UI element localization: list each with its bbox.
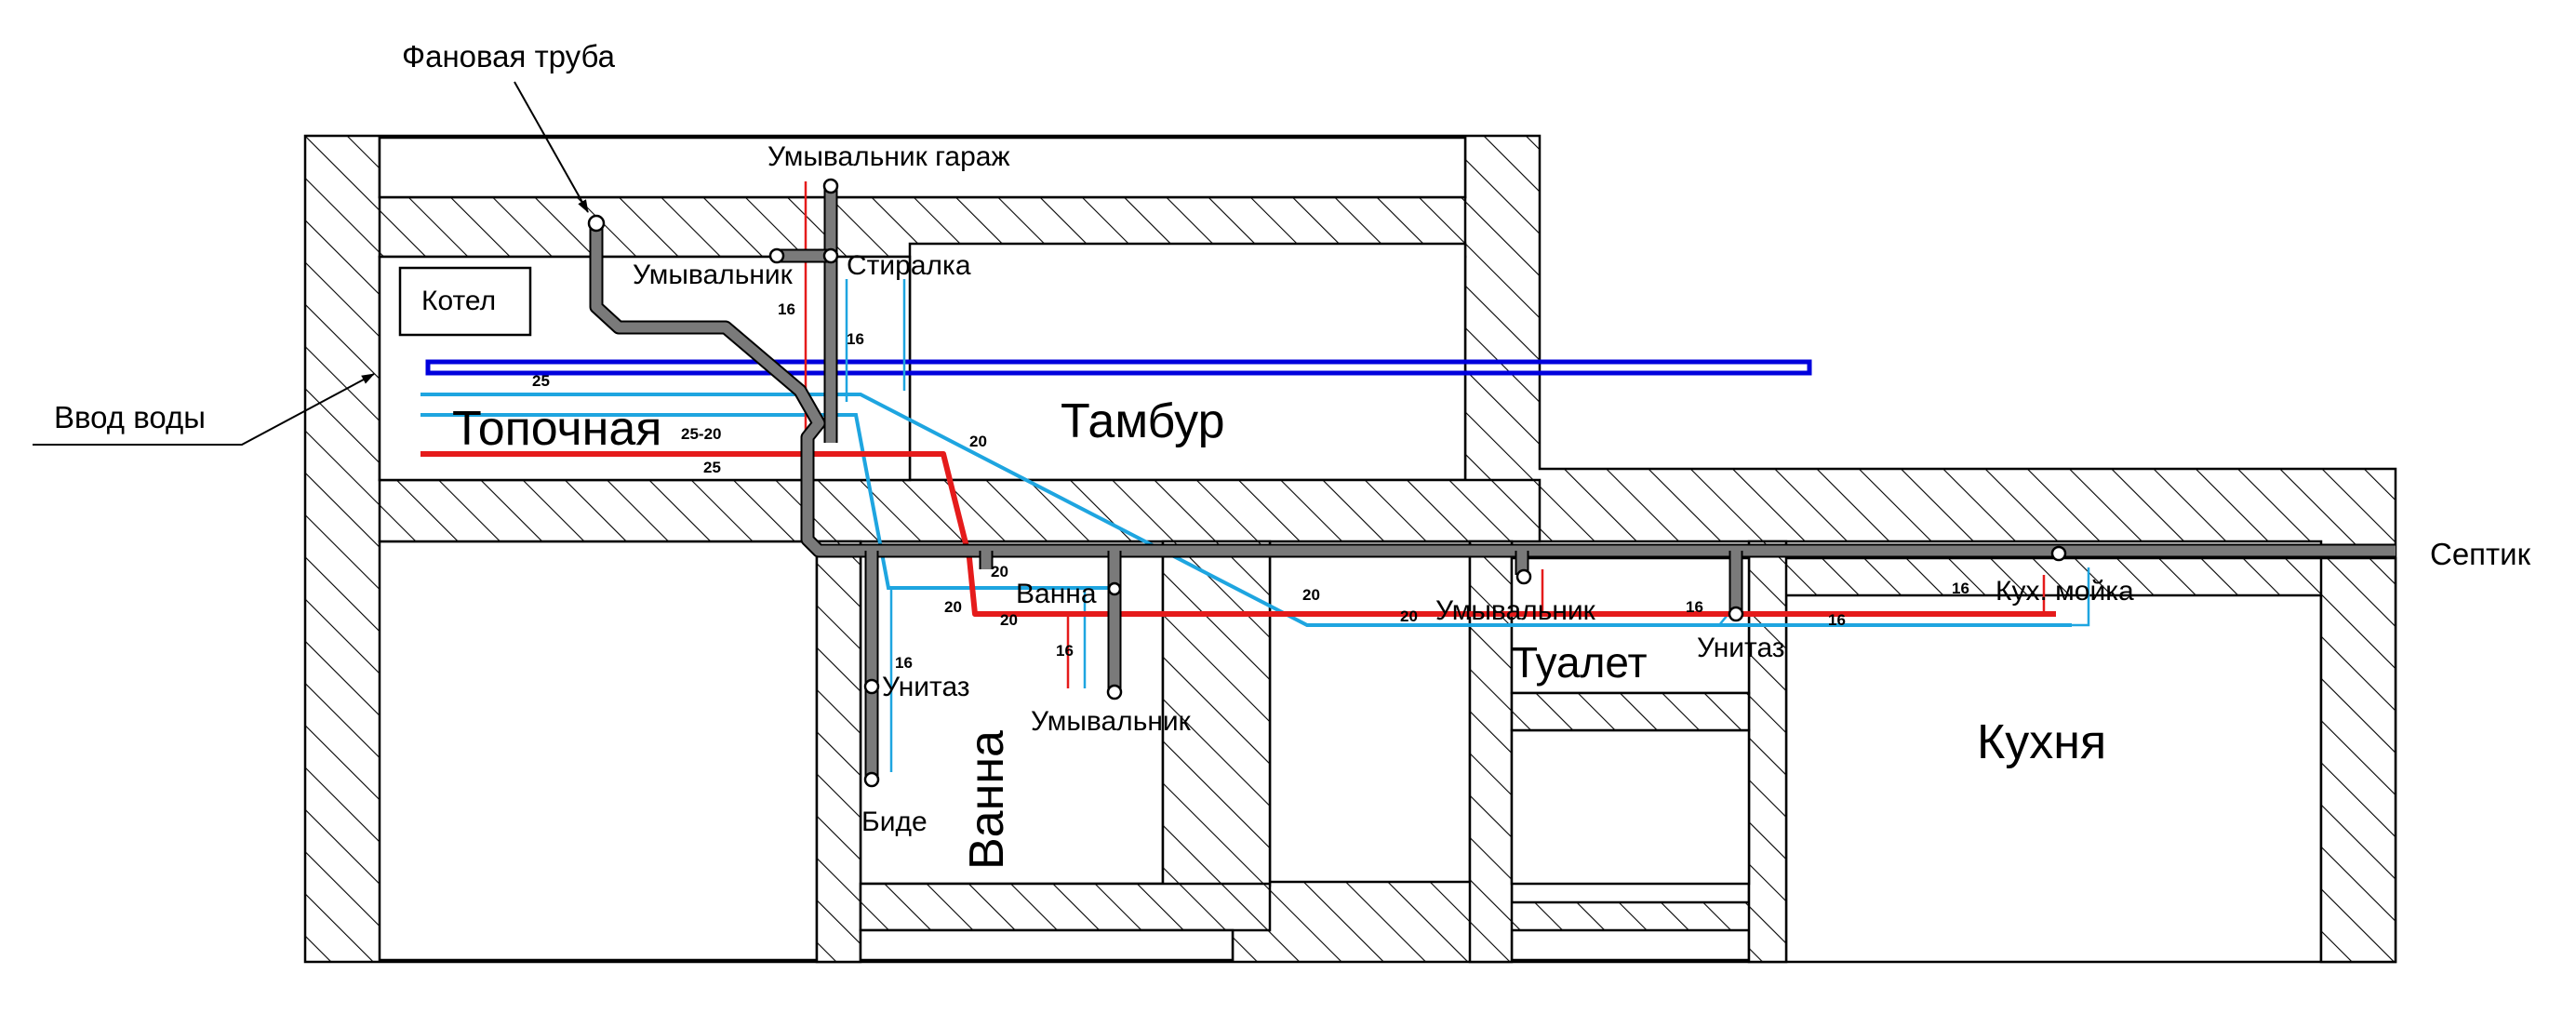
dim-25-red: 25: [703, 459, 721, 476]
toilet-lower-room: [1510, 728, 1751, 886]
garage-riser-end: [822, 178, 839, 194]
toilet-end: [863, 678, 880, 695]
main-water-line: [425, 359, 1812, 376]
dim-16-e: 16: [1686, 598, 1703, 616]
sink-2-label: Умывальник: [1031, 706, 1192, 737]
garage-sink-end: [768, 247, 785, 264]
toilet-sink-end: [1515, 568, 1532, 585]
bidet-label: Биде: [861, 807, 928, 837]
dim-20-e: 20: [1302, 586, 1320, 604]
dim-20-f: 20: [1400, 607, 1418, 625]
room-toilet: Туалет: [1512, 638, 1648, 687]
hot-line-main: [420, 451, 2056, 617]
garage-sink-label: Умывальник гараж: [767, 141, 1010, 172]
toilet2-end: [1728, 606, 1744, 622]
boiler-label: Котел: [421, 286, 496, 316]
dim-16-f: 16: [1828, 611, 1846, 629]
sink-1-label: Умывальник: [633, 260, 794, 290]
washer-end: [822, 247, 839, 264]
fan-pipe-leader: [514, 81, 589, 213]
dim-16-a: 16: [778, 300, 795, 318]
septic-label: Септик: [2430, 537, 2531, 571]
room-vestibule: Тамбур: [1061, 394, 1225, 448]
dim-25-20: 25-20: [681, 425, 721, 443]
dim-25-blue: 25: [532, 372, 550, 390]
wall-toilet-right: [1747, 540, 1788, 964]
kitchen-sink-label: Кух. мойка: [1995, 576, 2134, 607]
boiler-box: [398, 266, 532, 337]
toilet-1-label: Унитаз: [882, 672, 970, 702]
bath-end: [1107, 581, 1122, 596]
wall-bath-bottom: [859, 882, 1272, 932]
sewer-main: [591, 219, 2396, 556]
room-kitchen: Кухня: [1977, 715, 2106, 769]
kitchen-sink-end: [2050, 545, 2067, 562]
water-inlet-label: Ввод воды: [54, 400, 206, 434]
dim-20-c: 20: [944, 598, 962, 616]
sink-3-label: Умывальник: [1435, 595, 1596, 626]
wall-toilet-mid: [1510, 691, 1751, 732]
garage-strip: [378, 136, 1467, 199]
fan-pipe-end: [587, 214, 606, 233]
sink2-end: [1106, 684, 1123, 700]
room-boiler-room: Топочная: [452, 402, 661, 456]
dim-16-b: 16: [847, 330, 864, 348]
cold-branch-kitchen: [2072, 567, 2090, 627]
sewer-lines: [587, 178, 2396, 788]
dim-16-g: 16: [1952, 580, 1969, 597]
cold-line-top: [420, 393, 2072, 627]
dim-20-b: 20: [991, 563, 1008, 580]
wall-kitchen-right: [2319, 556, 2397, 964]
water-inlet-leader: [33, 373, 375, 446]
dim-16-d: 16: [1056, 642, 1074, 660]
fixture-labels: Фановая труба Ввод воды Умывальник гараж…: [54, 39, 2531, 837]
pipe-diameter-labels: 25 25-20 25 16 16 20 20 20 20 20 20 16 1…: [532, 300, 1969, 672]
wall-bath-left: [815, 540, 862, 964]
washer-label: Стиралка: [847, 250, 971, 281]
bath-bottom-room: [859, 928, 1235, 962]
dim-16-c: 16: [895, 654, 913, 672]
room-labels: Топочная Тамбур Ванна Туалет Кухня: [452, 394, 2106, 870]
dim-20-d: 20: [1000, 611, 1018, 629]
toilet-2-label: Унитаз: [1697, 633, 1785, 663]
bath-fixture-label: Ванна: [1016, 579, 1097, 609]
bidet-end: [863, 771, 880, 788]
fan-pipe-label: Фановая труба: [402, 39, 616, 73]
dim-20-a: 20: [969, 433, 987, 450]
room-bathroom: Ванна: [960, 730, 1014, 870]
